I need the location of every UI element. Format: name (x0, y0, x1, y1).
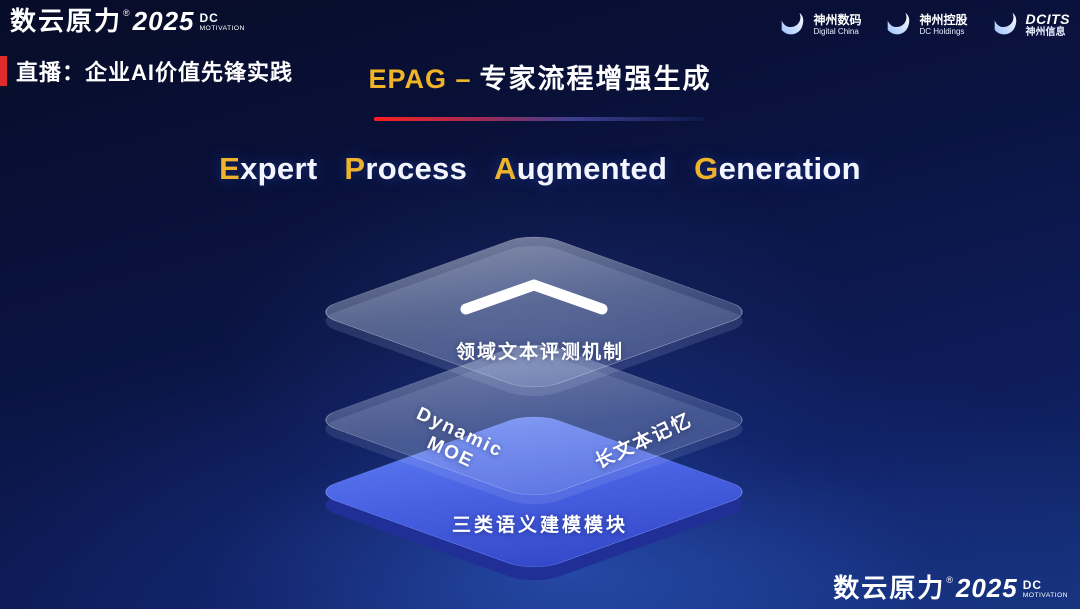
brand-logo-top: 数云原力 ® 2025 DC MOTIVATION (10, 8, 245, 34)
partner-logo-dc-holdings: 神州控股 DC Holdings (883, 10, 968, 40)
dcits-text: DCITS 神州信息 (1026, 11, 1071, 40)
chevron-up-icon (454, 276, 614, 323)
brand-subtext: DC MOTIVATION (200, 12, 245, 33)
subtitle-word: Expert (219, 151, 317, 186)
partner-subname: DC Holdings (919, 27, 965, 37)
subtitle-rest: xpert (240, 151, 318, 186)
brand-dc-label: DC (199, 11, 219, 25)
live-red-bar (0, 56, 7, 86)
subtitle-rest: ugmented (516, 151, 668, 186)
brand-name: 数云原力 (10, 6, 123, 36)
brand-dc-label: DC (1022, 578, 1043, 592)
brand-motivation-label: MOTIVATION (1022, 592, 1068, 599)
partner-subname: Digital China (813, 27, 859, 37)
partner-subname: 神州信息 (1025, 27, 1066, 39)
live-banner-label: 直播：企业AI价值先锋实践 (16, 60, 294, 85)
brand-registered-mark: ® (946, 575, 953, 585)
subtitle-expert-process-augmented-generation: Expert Process Augmented Generation (0, 151, 1080, 187)
partner-logo-group: 神州数码 Digital China 神州控股 DC Holdings DCIT… (777, 10, 1070, 40)
partner-logo-digital-china: 神州数码 Digital China (777, 10, 861, 40)
brand-year: 2025 (955, 573, 1018, 603)
subtitle-initial: E (219, 151, 241, 186)
subtitle-word: Generation (694, 151, 861, 186)
page-title: EPAG –专家流程增强生成 (368, 57, 711, 96)
live-banner: 直播：企业AI价值先锋实践 (0, 55, 293, 87)
page-title-chinese: 专家流程增强生成 (479, 64, 712, 94)
digital-china-swoosh-icon (782, 12, 804, 35)
subtitle-initial: G (694, 151, 719, 186)
subtitle-word: Process (344, 151, 467, 186)
bottom-layer-label: 三类语义建模模块 (451, 515, 628, 536)
brand-registered-mark: ® (123, 8, 130, 18)
dcits-swoosh-icon (994, 12, 1016, 35)
partner-name: 神州控股 (919, 13, 968, 27)
partner-logo-dcits: DCITS 神州信息 (990, 10, 1071, 40)
dc-holdings-text: 神州控股 DC Holdings (919, 13, 967, 37)
subtitle-initial: A (494, 151, 517, 186)
brand-motivation-label: MOTIVATION (199, 25, 245, 32)
subtitle-word: Augmented (494, 151, 667, 186)
subtitle-initial: P (344, 151, 366, 186)
brand-logo-bottom: 数云原力 ® 2025 DC MOTIVATION (833, 575, 1068, 601)
title-gradient-divider (374, 117, 704, 121)
partner-name: DCITS (1025, 10, 1070, 27)
subtitle-rest: eneration (718, 151, 861, 186)
dc-holdings-swoosh-icon (888, 12, 910, 35)
subtitle-rest: rocess (365, 151, 468, 186)
brand-name: 数云原力 (833, 573, 946, 603)
partner-name: 神州数码 (813, 13, 862, 27)
brand-year: 2025 (132, 6, 195, 36)
brand-subtext: DC MOTIVATION (1023, 579, 1068, 600)
page-title-epag: EPAG – (368, 64, 472, 94)
digital-china-text: 神州数码 Digital China (813, 13, 861, 37)
top-layer-label: 领域文本评测机制 (455, 342, 624, 363)
